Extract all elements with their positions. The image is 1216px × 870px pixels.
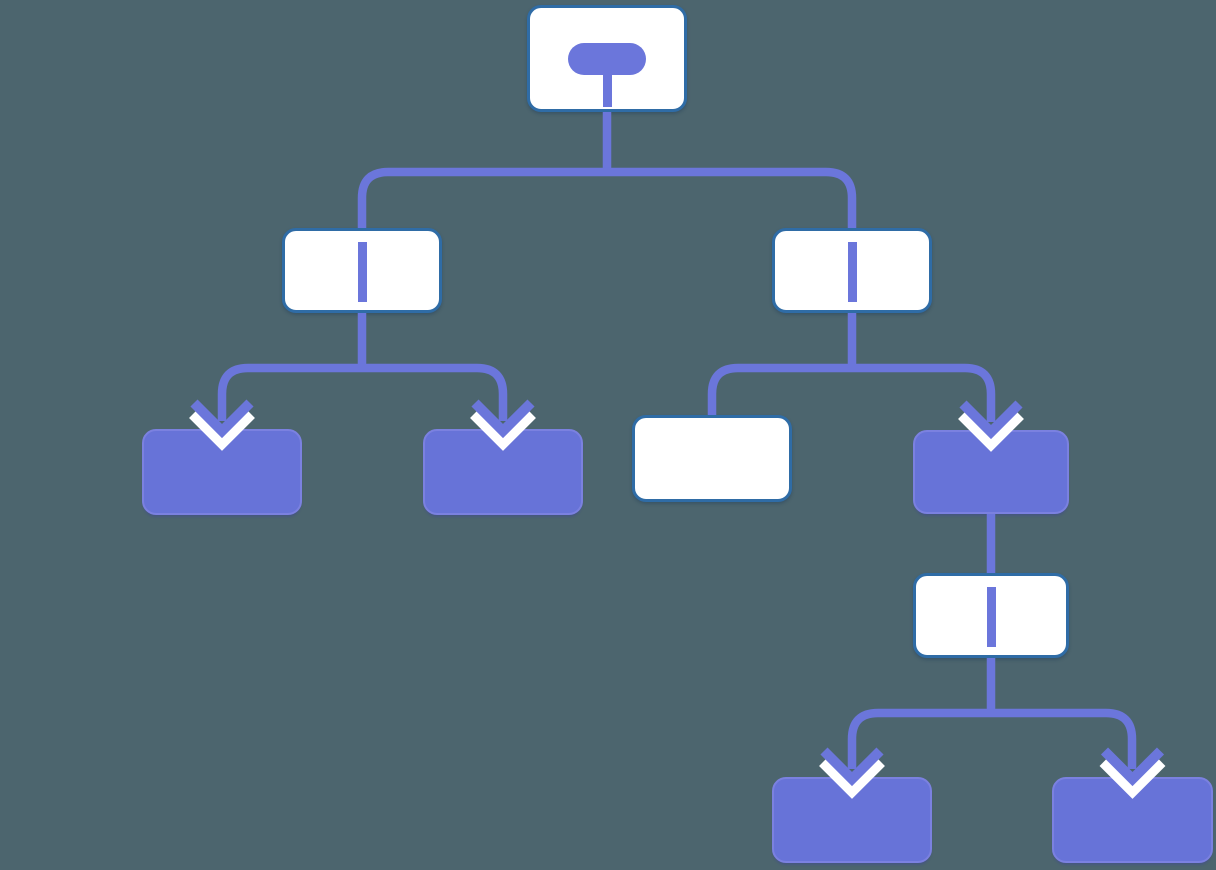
node-branch-right[interactable] (772, 228, 932, 313)
node-branch-left[interactable] (282, 228, 442, 313)
pill-stem-icon (530, 8, 684, 109)
node-leaf-sub-2[interactable] (1052, 777, 1213, 863)
node-sub-divider[interactable] (913, 573, 1069, 658)
divider-line-icon (357, 242, 367, 302)
pill-shape (568, 43, 646, 75)
node-root[interactable] (527, 5, 687, 112)
node-leaf-left-2[interactable] (423, 429, 583, 515)
node-leaf-left-1[interactable] (142, 429, 302, 515)
divider-line-icon (847, 242, 857, 302)
pill-stem (602, 72, 612, 107)
divider-line-icon (986, 587, 996, 647)
node-leaf-sub-1[interactable] (772, 777, 932, 863)
node-child-accent[interactable] (913, 430, 1069, 514)
node-child-plain[interactable] (632, 415, 792, 502)
